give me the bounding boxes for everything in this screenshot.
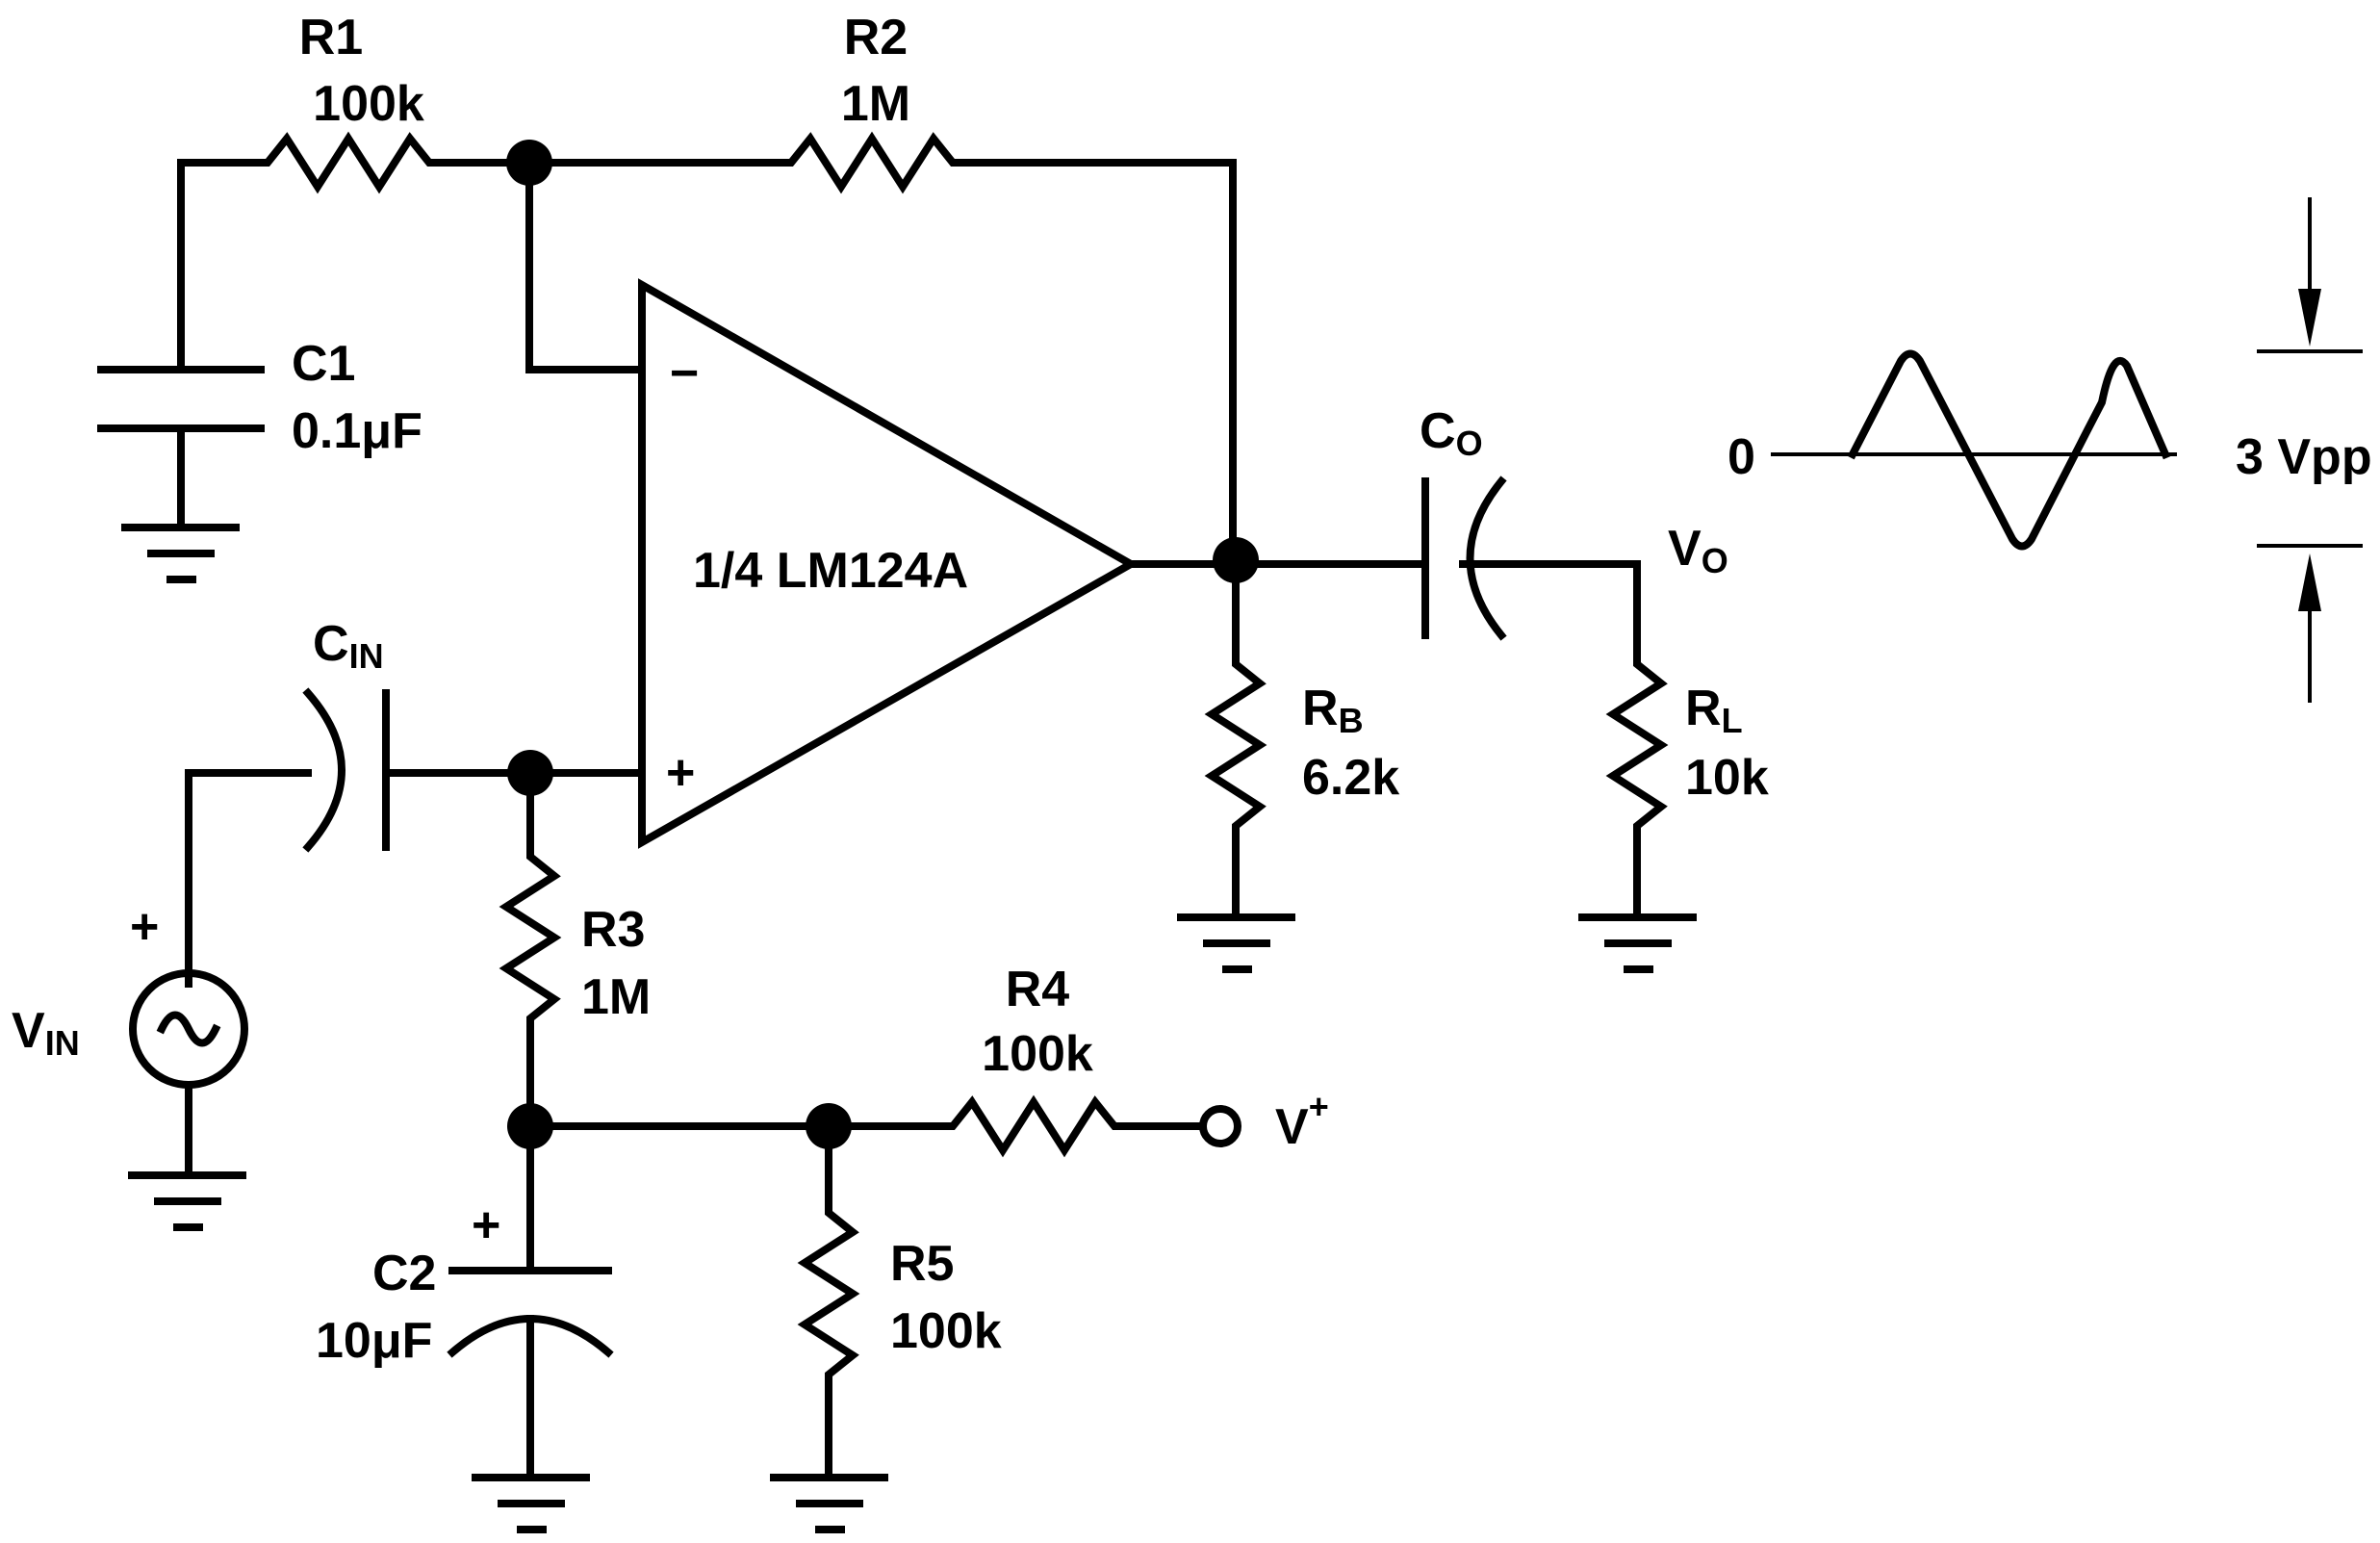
c1-capacitor	[97, 366, 265, 528]
r2-name-label: R2	[844, 10, 908, 65]
rb-value-label: 6.2k	[1302, 750, 1399, 806]
opamp-inverting-symbol: −	[670, 346, 699, 401]
output-waveform	[1771, 197, 2363, 703]
waveform-zero-label: 0	[1727, 429, 1755, 485]
r4-name-label: R4	[1006, 962, 1070, 1017]
waveform-amplitude-label: 3 Vpp	[2236, 429, 2372, 485]
rl-resistor	[1605, 651, 1669, 918]
vin-ac-source	[129, 969, 248, 1176]
co-name-label: CO	[1420, 403, 1483, 463]
c1-value-label: 0.1μF	[292, 403, 422, 459]
ground-symbol-rl	[1578, 913, 1697, 973]
rb-name-label: RB	[1302, 681, 1364, 740]
c2-polarity-label: +	[472, 1197, 500, 1253]
r5-resistor	[797, 1122, 860, 1479]
vin-label: VIN	[12, 1003, 80, 1063]
c1-name-label: C1	[292, 336, 355, 392]
r1-value-label: 100k	[313, 76, 424, 132]
r4-value-label: 100k	[982, 1026, 1093, 1082]
opamp-noninverting-symbol: +	[666, 745, 695, 801]
junction-node	[506, 140, 552, 186]
r2-resistor	[525, 131, 1237, 561]
r2-value-label: 1M	[841, 76, 910, 132]
r1-name-label: R1	[299, 10, 363, 65]
inverting-input-wire	[525, 159, 639, 373]
rl-name-label: RL	[1685, 681, 1743, 740]
rb-resistor	[1204, 556, 1267, 918]
r5-name-label: R5	[890, 1236, 954, 1292]
r5-value-label: 100k	[890, 1303, 1002, 1359]
c2-value-label: 10μF	[316, 1313, 432, 1369]
ground-symbol-vin	[128, 1171, 246, 1231]
ground-symbol-c2	[472, 1474, 590, 1533]
ground-symbol-c1	[121, 524, 240, 583]
c2-capacitor	[447, 1122, 614, 1479]
c2-name-label: C2	[372, 1246, 436, 1301]
vin-polarity-label: +	[130, 899, 159, 955]
cin-capacitor	[302, 687, 646, 853]
co-capacitor	[1232, 476, 1641, 658]
r3-name-label: R3	[581, 902, 645, 958]
r1-resistor	[177, 131, 533, 373]
ground-symbol-rb	[1177, 913, 1295, 973]
vplus-terminal	[1199, 1105, 1241, 1147]
rl-value-label: 10k	[1685, 750, 1769, 806]
r3-value-label: 1M	[581, 969, 651, 1025]
vo-label: VO	[1668, 521, 1728, 580]
vplus-label: V+	[1275, 1087, 1329, 1155]
r3-resistor	[499, 769, 562, 1130]
r4-resistor	[526, 1094, 1205, 1158]
ground-symbol-r5	[770, 1474, 888, 1533]
vin-source-wire	[185, 769, 312, 988]
cin-name-label: CIN	[313, 616, 384, 676]
opamp-label: 1/4 LM124A	[693, 543, 968, 599]
